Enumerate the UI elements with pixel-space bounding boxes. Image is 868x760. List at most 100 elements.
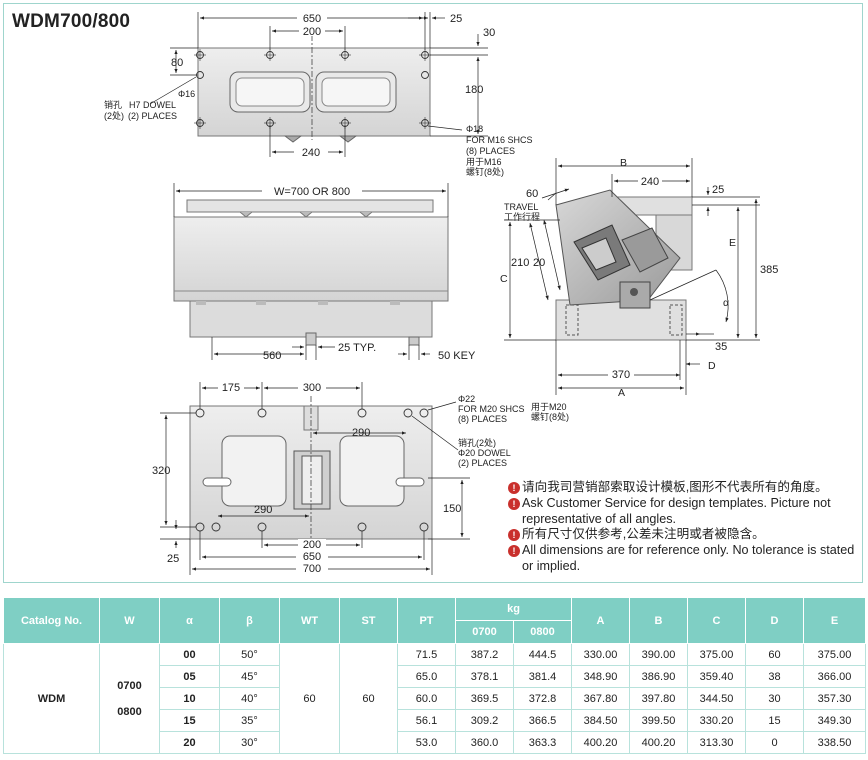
d-cell: 38 <box>745 665 804 688</box>
col-c: C <box>687 597 746 644</box>
pt-cell: 56.1 <box>397 709 456 732</box>
dim-210: 210 <box>511 257 529 269</box>
kg700-cell: 387.2 <box>455 643 514 666</box>
dim-150: 150 <box>443 503 461 515</box>
warning-icon: ! <box>507 528 522 542</box>
note-4: !All dimensions are for reference only. … <box>507 543 857 575</box>
dim-50-key: 50 KEY <box>438 350 476 362</box>
b-cell: 400.20 <box>629 731 688 754</box>
d-cell: 0 <box>745 731 804 754</box>
top-view: 650 200 25 30 80 180 240 Φ16 销孔 H7 DOWEL… <box>104 12 533 177</box>
b-cell: 390.00 <box>629 643 688 666</box>
dim-290-upper: 290 <box>352 427 370 439</box>
note-text-1: 请向我司营销部索取设计模板,图形不代表所有的角度。 <box>522 480 828 494</box>
kg700-cell: 309.2 <box>455 709 514 732</box>
col-d: D <box>745 597 804 644</box>
pt-cell: 53.0 <box>397 731 456 754</box>
dowel-desc-bottom: Φ20 DOWEL <box>458 448 511 458</box>
shcs-cn2-bottom: 螺钉(8处) <box>531 411 569 422</box>
dim-560: 560 <box>263 350 281 362</box>
beta-cell: 50° <box>219 643 280 666</box>
dim-175: 175 <box>222 382 240 394</box>
beta-cell: 40° <box>219 687 280 710</box>
dim-20: 20 <box>533 257 545 269</box>
bottom-view: 175 300 290 320 290 150 200 650 700 25 Φ… <box>152 382 569 575</box>
page-title: WDM700/800 <box>12 11 131 32</box>
a-cell: 330.00 <box>571 643 630 666</box>
e-cell: 357.30 <box>803 687 866 710</box>
table-row: 05 45° 65.0 378.1 381.4 348.90 386.90 35… <box>4 665 866 688</box>
dim-35: 35 <box>715 341 727 353</box>
travel-cn: 工作行程 <box>504 211 540 222</box>
w-0800: 0800 <box>117 705 142 718</box>
c-cell: 359.40 <box>687 665 746 688</box>
e-cell: 349.30 <box>803 709 866 732</box>
dim-180-top: 180 <box>465 84 483 96</box>
note-1: !请向我司营销部索取设计模板,图形不代表所有的角度。 <box>507 480 857 496</box>
dim-650-bottom: 650 <box>303 551 321 563</box>
a-cell: 367.80 <box>571 687 630 710</box>
d-cell: 60 <box>745 643 804 666</box>
col-pt: PT <box>397 597 456 644</box>
alpha-cell: 20 <box>159 731 220 754</box>
kg700-cell: 369.5 <box>455 687 514 710</box>
dim-240-side: 240 <box>641 176 659 188</box>
d-cell: 30 <box>745 687 804 710</box>
beta-cell: 45° <box>219 665 280 688</box>
travel-value: 60 <box>526 188 538 200</box>
shcs-cn-bottom: 用于M20 <box>531 402 567 412</box>
st-cell: 60 <box>339 643 398 754</box>
label-b: B <box>620 157 627 169</box>
dim-320: 320 <box>152 465 170 477</box>
col-kg-0800: 0800 <box>513 620 572 644</box>
travel-en: TRAVEL <box>504 202 538 212</box>
beta-cell: 35° <box>219 709 280 732</box>
spec-table: Catalog No. W α β WT ST PT kg A B C D E … <box>3 597 866 754</box>
dim-25-typ: 25 TYP. <box>338 342 376 354</box>
dowel-cn2: (2处) <box>104 110 124 121</box>
col-a: A <box>571 597 630 644</box>
w-cell: 0700 0800 <box>99 643 160 754</box>
shcs-cn2-top: 螺钉(8处) <box>466 166 504 177</box>
wt-cell: 60 <box>279 643 340 754</box>
alpha-cell: 10 <box>159 687 220 710</box>
d-cell: 15 <box>745 709 804 732</box>
e-cell: 366.00 <box>803 665 866 688</box>
dowel-cn-bottom: 销孔(2处) <box>458 437 496 448</box>
col-catalog: Catalog No. <box>3 597 100 644</box>
c-cell: 313.30 <box>687 731 746 754</box>
label-a: A <box>618 387 625 399</box>
col-st: ST <box>339 597 398 644</box>
shcs-dia-top: Φ18 <box>466 124 483 134</box>
col-b: B <box>629 597 688 644</box>
b-cell: 399.50 <box>629 709 688 732</box>
label-c: C <box>500 273 508 285</box>
kg800-cell: 444.5 <box>513 643 572 666</box>
dim-370: 370 <box>612 369 630 381</box>
note-text-4: All dimensions are for reference only. N… <box>522 543 855 573</box>
dowel-dia: Φ16 <box>178 89 195 99</box>
catalog-cell: WDM <box>3 643 100 754</box>
b-cell: 397.80 <box>629 687 688 710</box>
col-wt: WT <box>279 597 340 644</box>
pt-cell: 65.0 <box>397 665 456 688</box>
dim-200-bottom: 200 <box>303 539 321 551</box>
col-kg: kg <box>455 597 572 621</box>
notes-block: !请向我司营销部索取设计模板,图形不代表所有的角度。 !Ask Customer… <box>507 480 857 575</box>
front-width-label: W=700 OR 800 <box>274 186 350 198</box>
technical-drawing: 650 200 25 30 80 180 240 Φ16 销孔 H7 DOWEL… <box>104 12 778 575</box>
a-cell: 384.50 <box>571 709 630 732</box>
alpha-cell: 15 <box>159 709 220 732</box>
e-cell: 375.00 <box>803 643 866 666</box>
dim-30-top: 30 <box>483 27 495 39</box>
dim-25-side: 25 <box>712 184 724 196</box>
kg700-cell: 378.1 <box>455 665 514 688</box>
dim-80-top: 80 <box>171 57 183 69</box>
w-0700: 0700 <box>117 679 142 692</box>
kg800-cell: 372.8 <box>513 687 572 710</box>
pt-cell: 60.0 <box>397 687 456 710</box>
dim-25-bottom: 25 <box>167 553 179 565</box>
dowel-places: (2) PLACES <box>128 111 177 121</box>
kg700-cell: 360.0 <box>455 731 514 754</box>
